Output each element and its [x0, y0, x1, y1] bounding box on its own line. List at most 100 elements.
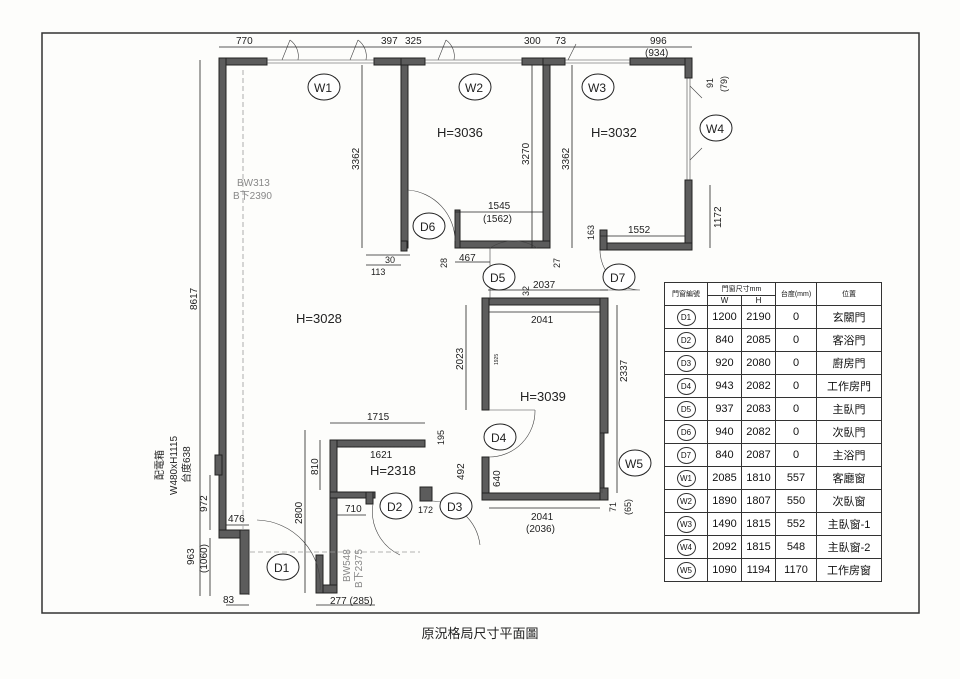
- schedule-header-h: H: [741, 295, 776, 306]
- schedule-cell-sill-text: 0: [792, 380, 800, 392]
- room-study-height: H=3039: [520, 389, 566, 404]
- schedule-cell-height: 2082: [741, 374, 776, 398]
- schedule-cell-width-text: 937: [715, 403, 734, 415]
- dim-73: 73: [555, 36, 567, 47]
- dim-2041a: 2041: [531, 315, 554, 326]
- schedule-cell-width: 1200: [707, 305, 742, 329]
- schedule-cell-height-text: 1810: [746, 472, 771, 484]
- schedule-cell-code: W5: [664, 558, 708, 582]
- schedule-header-w: W: [707, 295, 742, 306]
- schedule-cell-sill: 548: [775, 535, 817, 559]
- dim-28: 28: [439, 258, 449, 268]
- schedule-cell-code: D7: [664, 443, 708, 467]
- dim-770: 770: [236, 36, 253, 47]
- dim-30: 30: [385, 255, 395, 265]
- schedule-cell-location: 工作房門: [816, 374, 882, 398]
- schedule-cell-code: W1: [664, 466, 708, 490]
- beam-note-1b: B下2390: [233, 191, 272, 202]
- dim-467: 467: [459, 253, 476, 264]
- dim-1172: 1172: [713, 206, 724, 228]
- schedule-cell-height: 2087: [741, 443, 776, 467]
- dim-2041b: 2041: [531, 512, 554, 523]
- dim-2037: 2037: [533, 280, 556, 291]
- sheet-frame: [41, 32, 920, 614]
- schedule-cell-code-text: W1: [676, 469, 696, 487]
- schedule-cell-code-text: W5: [676, 561, 696, 579]
- schedule-cell-width-text: 1090: [712, 564, 737, 576]
- tag-w1: W1: [314, 81, 332, 95]
- schedule-cell-height: 2190: [741, 305, 776, 329]
- schedule-cell-height-text: 1815: [746, 518, 771, 530]
- schedule-cell-height: 1810: [741, 466, 776, 490]
- beam-note-2b: B下2375: [354, 549, 365, 588]
- schedule-cell-sill-text: 550: [786, 495, 806, 507]
- schedule-cell-location: 工作房窗: [816, 558, 882, 582]
- schedule-cell-height-text: 2085: [746, 334, 771, 346]
- room-master-height: H=3032: [591, 125, 637, 140]
- schedule-cell-code-text: D1: [676, 308, 696, 326]
- dim-3270: 3270: [521, 142, 532, 165]
- schedule-cell-sill: 0: [775, 443, 817, 467]
- schedule-cell-height-text: 1807: [746, 495, 771, 507]
- schedule-cell-width: 840: [707, 443, 742, 467]
- room-bath-height: H=2318: [370, 463, 416, 478]
- schedule-cell-location: 客廳窗: [816, 466, 882, 490]
- dim-996: 996: [650, 36, 667, 47]
- schedule-cell-location-text: 工作房窗: [827, 565, 871, 577]
- schedule-cell-width-text: 2085: [712, 472, 737, 484]
- schedule-cell-code-text: D6: [676, 423, 696, 441]
- schedule-cell-width-text: 1490: [712, 518, 737, 530]
- dim-32: 32: [521, 286, 531, 296]
- tag-d4: D4: [491, 431, 507, 445]
- dim-3362a: 3362: [351, 147, 362, 170]
- dim-640: 640: [492, 470, 503, 487]
- tag-w3: W3: [588, 81, 606, 95]
- beam-note-2a: BW548: [342, 549, 353, 582]
- schedule-cell-code: W4: [664, 535, 708, 559]
- dim-3362b: 3362: [561, 147, 572, 170]
- panel-note-1: 配電箱: [153, 450, 166, 480]
- dim-2800: 2800: [294, 501, 305, 524]
- schedule-cell-code: D3: [664, 351, 708, 375]
- schedule-cell-height-text: 2083: [746, 403, 771, 415]
- window-lines: [248, 39, 703, 595]
- schedule-cell-height: 1815: [741, 512, 776, 536]
- schedule-cell-width-text: 940: [715, 426, 734, 438]
- schedule-cell-height: 1807: [741, 489, 776, 513]
- schedule-cell-location-text: 玄關門: [832, 312, 866, 324]
- dim-113: 113: [371, 267, 385, 277]
- dim-195: 195: [436, 430, 446, 445]
- schedule-cell-sill: 0: [775, 397, 817, 421]
- dim-79: (79): [719, 76, 729, 92]
- schedule-cell-height: 1815: [741, 535, 776, 559]
- schedule-cell-sill-text: 0: [792, 426, 800, 438]
- schedule-cell-width: 1490: [707, 512, 742, 536]
- dim-2337: 2337: [619, 359, 630, 382]
- schedule-cell-width: 937: [707, 397, 742, 421]
- schedule-cell-height-text: 2082: [746, 380, 771, 392]
- schedule-cell-width: 1090: [707, 558, 742, 582]
- schedule-header-location: 位置: [816, 282, 882, 306]
- schedule-cell-width: 840: [707, 328, 742, 352]
- schedule-cell-width: 2085: [707, 466, 742, 490]
- dimension-texts: 770 397 325 300 73 996 (934) 91 (79) 336…: [186, 36, 729, 607]
- schedule-cell-code-text: D7: [676, 446, 696, 464]
- schedule-cell-code-text: D5: [676, 400, 696, 418]
- schedule-cell-location-text: 廚房門: [832, 358, 866, 370]
- schedule-cell-code-text: W2: [676, 492, 696, 510]
- schedule-cell-code: D1: [664, 305, 708, 329]
- dim-1621: 1621: [370, 450, 393, 461]
- dim-710: 710: [345, 504, 362, 515]
- schedule-cell-sill: 1170: [775, 558, 817, 582]
- schedule-cell-sill-text: 1170: [784, 564, 808, 576]
- dim-2036: (2036): [526, 524, 555, 535]
- schedule-cell-sill: 552: [775, 512, 817, 536]
- dim-972: 972: [199, 495, 210, 512]
- schedule-cell-location: 主臥窗-2: [816, 535, 882, 559]
- schedule-cell-height-text: 1194: [746, 564, 771, 576]
- schedule-cell-width-text: 1890: [712, 495, 737, 507]
